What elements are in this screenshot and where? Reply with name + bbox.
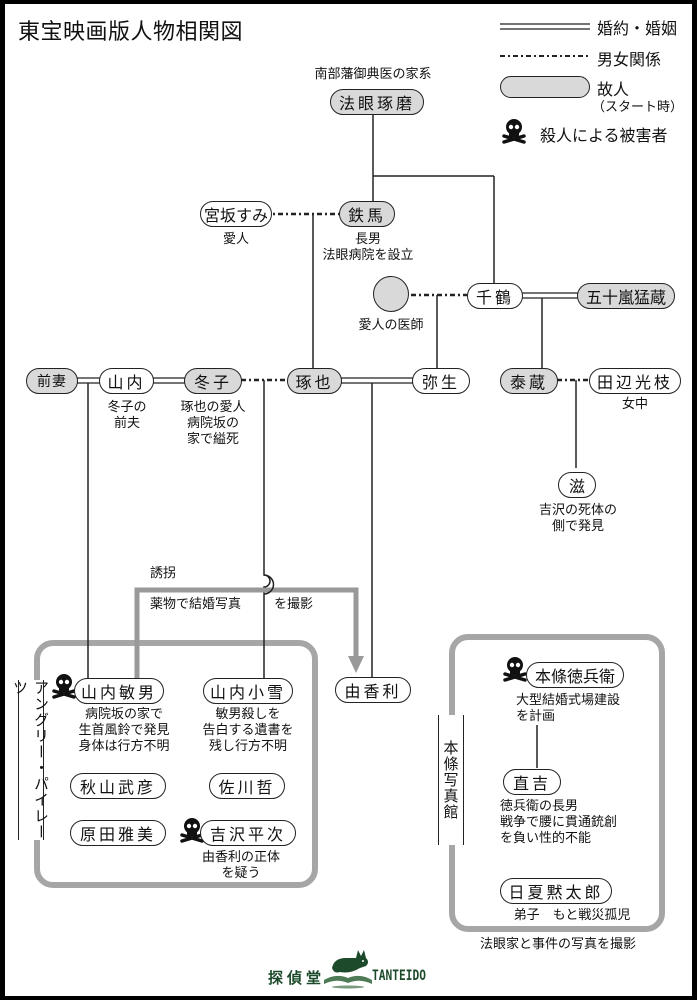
- takumaro-note: 南部藩御典医の家系: [314, 67, 432, 82]
- yamauchi-note: 冬子の 前夫: [107, 400, 147, 431]
- legend-deceased-label: 故人: [597, 80, 630, 99]
- person-yamauchi-toshio[interactable]: 山内敏男: [74, 678, 164, 704]
- toshio-note: 病院坂の家で 生首風鈴で発見 身体は行方不明: [78, 707, 170, 754]
- yoshizawa-skull-icon: [180, 818, 204, 843]
- shigeru-note: 吉沢の死体の 側で発見: [538, 503, 617, 534]
- legend-marriage-line: [500, 23, 590, 30]
- legend-deceased-sub: （スタート時）: [592, 100, 684, 115]
- person-yukari[interactable]: 由香利: [335, 677, 411, 703]
- person-hinatsu-mokutaro[interactable]: 日夏黙太郎: [500, 878, 612, 904]
- legend-deceased-shape: [500, 76, 590, 98]
- logo-english: TANTEIDO: [372, 968, 426, 984]
- person-takuya[interactable]: 琢也: [287, 368, 342, 394]
- person-igarashi-takezo[interactable]: 五十嵐猛蔵: [577, 283, 675, 309]
- person-yamauchi[interactable]: 山内: [99, 368, 154, 394]
- drug-photo-label-2: を撮影: [274, 597, 314, 612]
- naokichi-note: 徳兵衛の長男 戦争で腰に貫通銃創 を負い性的不能: [500, 799, 618, 846]
- yoshizawa-note: 由香利の正体 を疑う: [201, 850, 280, 881]
- honjo-photo-banner: 本條写真館: [438, 715, 464, 845]
- legend-skull-icon: [502, 119, 526, 144]
- person-akiyama-takehiko[interactable]: 秋山武彦: [70, 773, 166, 799]
- person-chizuru[interactable]: 千鶴: [467, 283, 523, 309]
- person-sagawa-tetsu[interactable]: 佐川哲: [209, 773, 285, 799]
- person-harada-masami[interactable]: 原田雅美: [70, 820, 166, 846]
- person-fuyuko[interactable]: 冬子: [184, 368, 242, 394]
- person-yoshizawa-heiji[interactable]: 吉沢平次: [200, 820, 296, 846]
- kidnap-label: 誘拐: [150, 566, 177, 581]
- person-taizo[interactable]: 泰蔵: [500, 368, 558, 394]
- legend-victim-label: 殺人による被害者: [540, 126, 668, 145]
- corgi-book-logo-icon: [324, 950, 372, 989]
- legend-marriage-label: 婚約・婚姻: [597, 19, 678, 38]
- person-yamauchi-koyuki[interactable]: 山内小雪: [203, 678, 293, 704]
- person-miyasaka-sumi[interactable]: 宮坂すみ: [200, 201, 272, 227]
- page-title: 東宝映画版人物相関図: [18, 20, 244, 45]
- hinatsu-note: 弟子 もと戦災孤児: [513, 908, 631, 923]
- tanabe-note: 女中: [621, 397, 648, 412]
- lover-doctor-circle[interactable]: [373, 276, 409, 312]
- person-maezuma[interactable]: 前妻: [26, 368, 78, 394]
- fuyuko-note: 琢也の愛人 病院坂の 家で縊死: [180, 400, 246, 447]
- person-yayoi[interactable]: 弥生: [412, 368, 470, 394]
- person-shigeru[interactable]: 滋: [558, 472, 596, 498]
- person-naokichi[interactable]: 直吉: [503, 769, 561, 795]
- honjo-photo-caption: 法眼家と事件の写真を撮影: [479, 937, 636, 952]
- person-tanabe-mitsue[interactable]: 田辺光枝: [589, 368, 681, 394]
- angry-pirates-banner: アングリー・パイレーツ: [11, 680, 50, 840]
- kidnap-arrow: [134, 587, 359, 680]
- lover-doctor-note: 愛人の医師: [358, 318, 424, 333]
- koyuki-note: 敏男殺しを 告白する遺書を 残し行方不明: [202, 707, 294, 754]
- toshio-skull-icon: [52, 674, 76, 699]
- logo-japanese: 探偵堂: [268, 969, 326, 987]
- tetsuma-note: 長男 法眼病院を設立: [322, 232, 414, 263]
- kidnap-arrowhead: [348, 656, 364, 673]
- tokubee-skull-icon: [503, 657, 527, 682]
- sumi-note: 愛人: [222, 232, 249, 247]
- koyuki-descent-line: [263, 380, 271, 678]
- person-hogen-takumaro[interactable]: 法眼琢磨: [330, 89, 424, 115]
- legend-affair-label: 男女関係: [597, 50, 662, 69]
- person-honjo-tokubee[interactable]: 本條徳兵衛: [526, 662, 624, 688]
- drug-photo-label-1: 薬物で結婚写真: [150, 597, 242, 612]
- person-tetsuma[interactable]: 鉄馬: [339, 201, 395, 227]
- tokubee-note: 大型結婚式場建設 を計画: [516, 693, 621, 724]
